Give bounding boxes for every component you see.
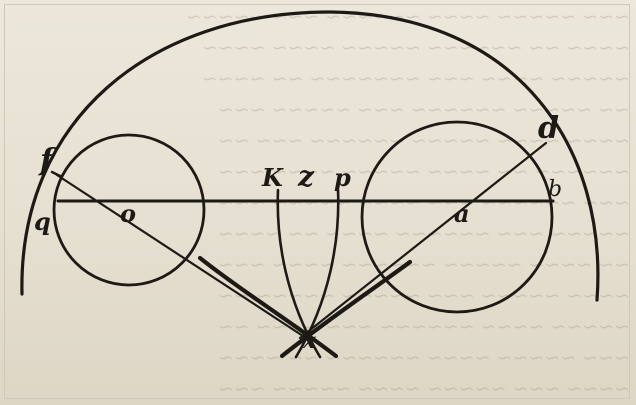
label-b: b <box>548 177 562 202</box>
label-a: a <box>454 199 470 228</box>
sweep-right <box>279 259 413 359</box>
label-x: x <box>302 328 317 354</box>
label-p: p <box>334 163 351 192</box>
label-q: q <box>34 207 51 236</box>
tick-f <box>50 170 62 178</box>
sweep-left <box>197 255 339 359</box>
outer-arc <box>20 10 600 302</box>
label-o: o <box>120 199 136 228</box>
line-f-x <box>55 173 308 340</box>
label-K: K <box>261 163 284 192</box>
line-d-x <box>298 141 548 340</box>
circle-left <box>52 133 206 287</box>
label-d: d <box>538 111 559 146</box>
page-border <box>4 4 630 399</box>
circle-right <box>360 120 554 314</box>
label-z: z <box>297 160 315 193</box>
